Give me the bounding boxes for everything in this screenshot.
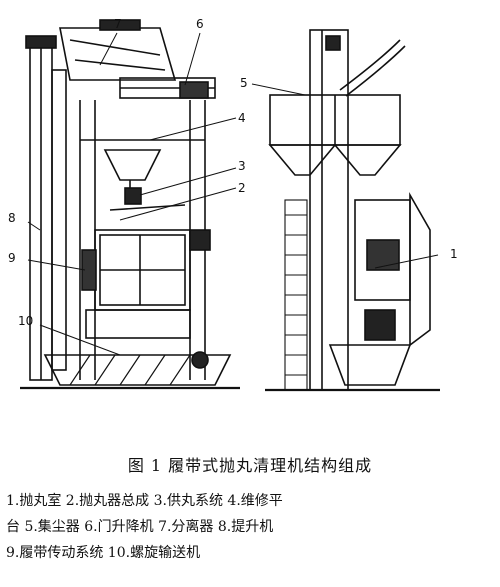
right-elevation-view bbox=[265, 29, 440, 392]
machine-structure-diagram: 1 2 3 4 5 6 7 8 9 10 bbox=[8, 17, 458, 392]
label-8: 8 bbox=[8, 211, 16, 225]
label-7: 7 bbox=[114, 17, 122, 31]
figure-title: 图 1 履带式抛丸清理机结构组成 bbox=[127, 456, 373, 475]
label-5: 5 bbox=[240, 76, 248, 90]
label-1: 1 bbox=[450, 247, 458, 261]
label-4: 4 bbox=[238, 111, 246, 125]
label-3: 3 bbox=[238, 159, 246, 173]
legend-line-2: 台 5.集尘器 6.门升降机 7.分离器 8.提升机 bbox=[6, 519, 274, 535]
label-2: 2 bbox=[238, 181, 246, 195]
figure-caption-block: 图 1 履带式抛丸清理机结构组成 1.抛丸室 2.抛丸器总成 3.供丸系统 4.… bbox=[0, 440, 500, 566]
label-10: 10 bbox=[18, 314, 33, 328]
label-6: 6 bbox=[196, 17, 204, 31]
legend-line-1: 1.抛丸室 2.抛丸器总成 3.供丸系统 4.维修平 bbox=[6, 493, 283, 509]
left-elevation-view bbox=[20, 19, 240, 390]
label-9: 9 bbox=[8, 251, 16, 265]
legend-line-3: 9.履带传动系统 10.螺旋输送机 bbox=[6, 545, 201, 561]
